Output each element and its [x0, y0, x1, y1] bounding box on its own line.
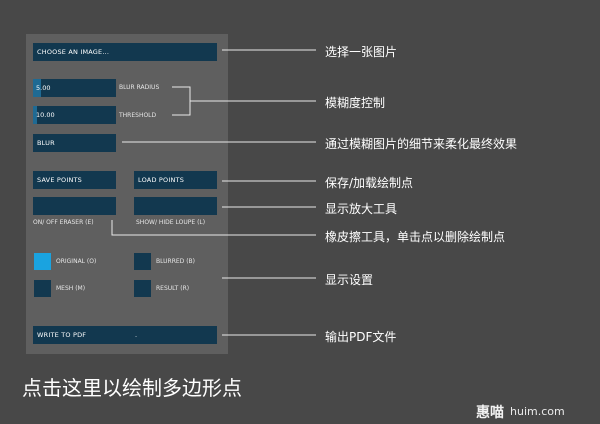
annotation-save-load: 保存/加载绘制点 — [325, 176, 414, 190]
blur-button[interactable]: BLUR — [33, 134, 116, 152]
eraser-toggle-label: ON/ OFF ERASER (E) — [33, 219, 94, 226]
threshold-value: 10.00 — [36, 111, 55, 119]
eraser-toggle-button[interactable] — [33, 197, 116, 215]
annotation-choose-image: 选择一张图片 — [325, 45, 398, 59]
watermark-brand: 惠喵 — [476, 405, 504, 421]
blurred-checkbox[interactable] — [134, 253, 151, 270]
callout-line-blur-radius — [172, 86, 316, 102]
save-points-button[interactable]: SAVE POINTS — [33, 171, 116, 189]
threshold-field[interactable]: 10.00 — [33, 106, 116, 124]
mesh-label: MESH (M) — [56, 285, 86, 292]
callout-line-eraser — [111, 220, 316, 236]
annotation-blur-button: 通过模糊图片的细节来柔化最终效果 — [325, 137, 518, 151]
result-checkbox[interactable] — [134, 280, 151, 297]
mesh-checkbox[interactable] — [34, 280, 51, 297]
blur-radius-field[interactable]: 5.00 — [33, 79, 116, 97]
watermark-url: huim.com — [510, 405, 565, 418]
blur-radius-fill — [33, 79, 41, 97]
write-pdf-label: WRITE TO PDF — [37, 331, 87, 339]
annotation-blur-controls: 模糊度控制 — [325, 96, 386, 110]
choose-image-button[interactable]: CHOOSE AN IMAGE... — [33, 43, 217, 61]
threshold-label: THRESHOLD — [119, 112, 157, 119]
threshold-fill — [33, 106, 37, 124]
loupe-toggle-label: SHOW/ HIDE LOUPE (L) — [136, 219, 206, 226]
loupe-toggle-button[interactable] — [134, 197, 217, 215]
blur-radius-value: 5.00 — [36, 84, 51, 92]
bottom-caption: 点击这里以绘制多边形点 — [22, 376, 242, 400]
annotation-eraser: 橡皮擦工具，单击点以删除绘制点 — [325, 230, 506, 244]
callout-line-threshold — [172, 101, 191, 116]
write-pdf-button[interactable]: WRITE TO PDF . — [33, 326, 217, 344]
result-label: RESULT (R) — [156, 285, 190, 292]
blur-radius-label: BLUR RADIUS — [119, 84, 160, 91]
blurred-label: BLURRED (B) — [156, 258, 196, 265]
original-checkbox[interactable] — [34, 253, 51, 270]
original-label: ORIGINAL (O) — [56, 258, 97, 265]
load-points-button[interactable]: LOAD POINTS — [134, 171, 217, 189]
annotation-display: 显示设置 — [325, 273, 374, 287]
write-pdf-dot: . — [135, 331, 138, 339]
annotation-pdf: 输出PDF文件 — [325, 330, 397, 344]
annotation-loupe: 显示放大工具 — [325, 202, 398, 216]
